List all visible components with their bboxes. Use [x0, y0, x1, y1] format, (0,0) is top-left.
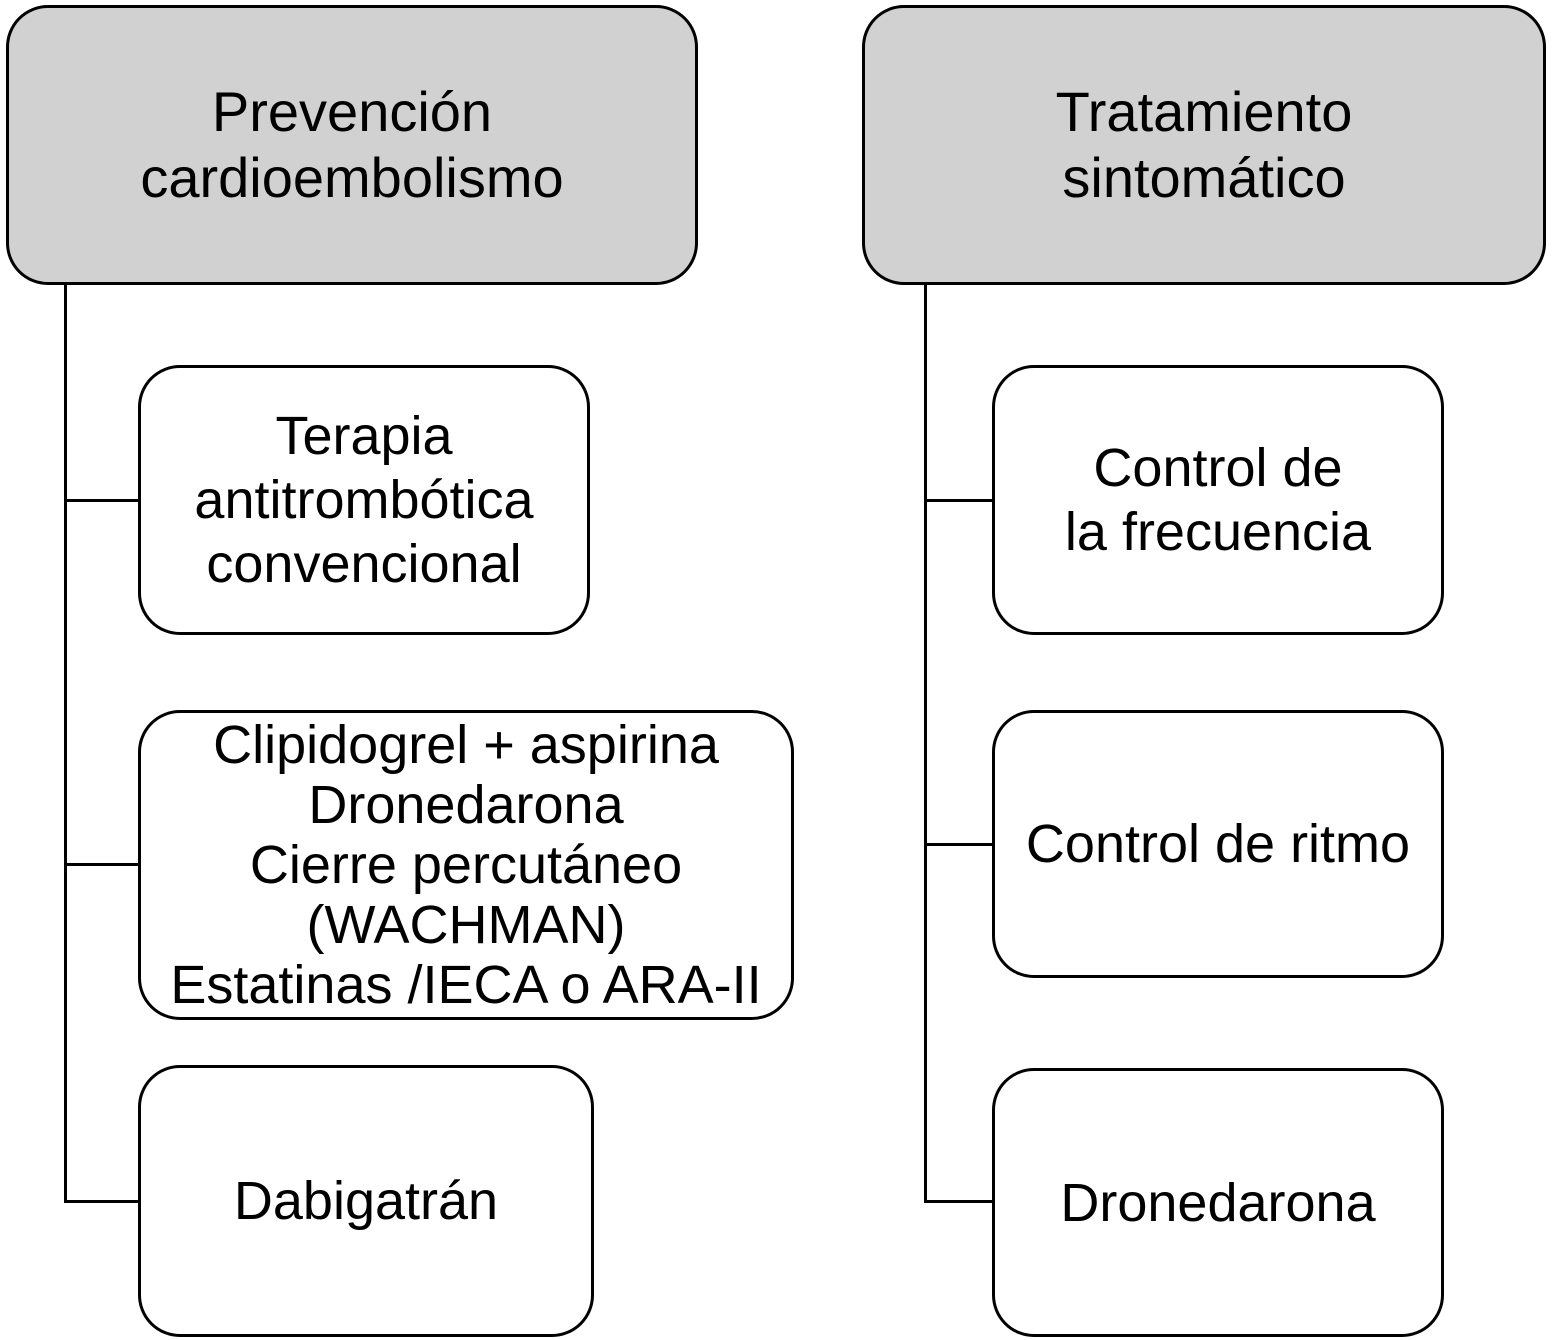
node-dronedarona: Dronedarona — [992, 1068, 1444, 1337]
node-label-line: Estatinas /IECA o ARA-II — [170, 955, 762, 1015]
node-tratamiento-sintomatico: Tratamiento sintomático — [862, 5, 1546, 285]
connector-left-stub-dabigatran — [64, 1200, 138, 1203]
connector-right-stub-frecuencia — [924, 499, 992, 502]
node-terapia-antitrombotica: Terapia antitrombótica convencional — [138, 365, 590, 635]
node-label-line: Clipidogrel + aspirina — [213, 715, 719, 775]
connector-right-vertical-line — [924, 285, 927, 1203]
node-label-line: antitrombótica — [194, 470, 534, 530]
node-label-line: Terapia — [275, 406, 453, 466]
connector-left-stub-clipidogrel — [64, 863, 138, 866]
connector-left-vertical-line — [64, 285, 67, 1203]
node-label-line: convencional — [206, 534, 522, 594]
node-label-line: Cierre percutáneo — [249, 835, 683, 895]
node-clipidogrel-options: Clipidogrel + aspirina Dronedarona Cierr… — [138, 710, 794, 1020]
connector-right-stub-dronedarona — [924, 1200, 992, 1203]
node-label-line: Tratamiento — [1055, 80, 1353, 143]
node-label-line: (WACHMAN) — [306, 895, 626, 955]
node-label-line: Dronedarona — [1060, 1172, 1376, 1233]
node-label-line: sintomático — [1062, 146, 1346, 209]
node-label-line: la frecuencia — [1064, 502, 1372, 562]
node-label-line: Prevención — [211, 80, 493, 143]
node-label-line: cardioembolismo — [140, 146, 564, 209]
node-dabigatran: Dabigatrán — [138, 1065, 594, 1337]
connector-left-stub-terapia — [64, 499, 138, 502]
node-control-frecuencia: Control de la frecuencia — [992, 365, 1444, 635]
node-control-ritmo: Control de ritmo — [992, 710, 1444, 978]
node-label-line: Control de ritmo — [1025, 814, 1411, 874]
node-label-line: Dabigatrán — [233, 1171, 499, 1231]
node-label-line: Control de — [1093, 438, 1343, 498]
connector-right-stub-ritmo — [924, 843, 992, 846]
node-prevencion-cardioembolismo: Prevención cardioembolismo — [6, 5, 698, 285]
node-label-line: Dronedarona — [308, 775, 624, 835]
